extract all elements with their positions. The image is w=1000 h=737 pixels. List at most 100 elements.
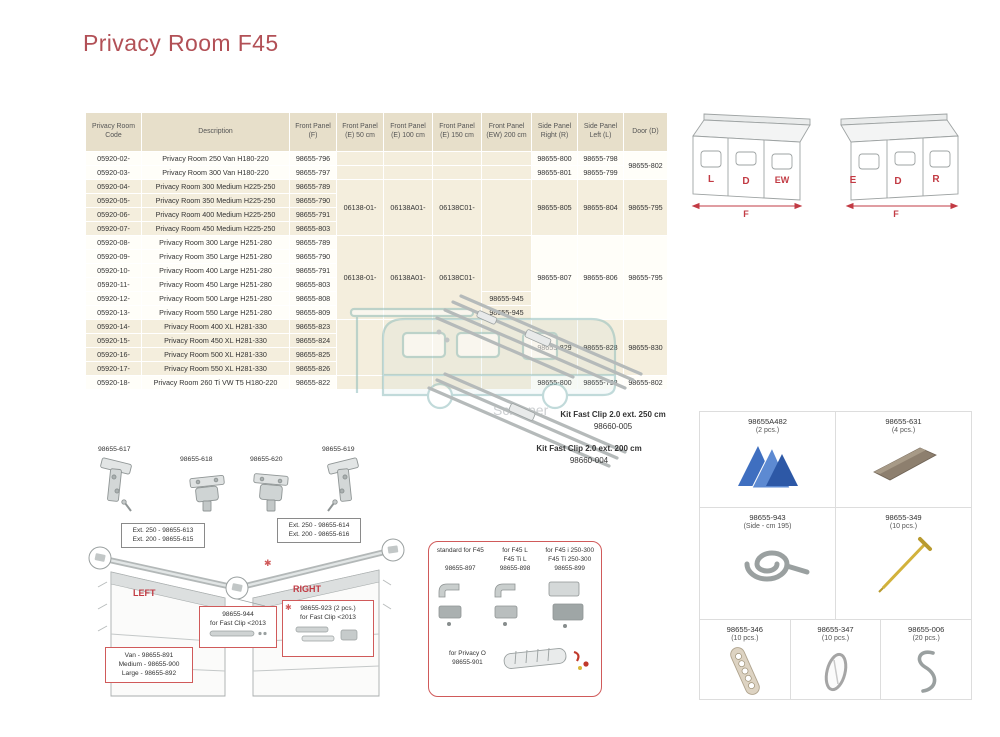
table-cell: [336, 165, 384, 180]
fast-clip-kit-250: Kit Fast Clip 2.0 ext. 250 cm 98660-005: [548, 410, 678, 431]
table-cell: [481, 165, 532, 180]
table-cell: 98655-803: [289, 221, 337, 236]
fast-clip-poles-illustration: [427, 294, 643, 468]
table-cell: 06138A01-: [383, 235, 433, 320]
table-cell: [336, 319, 384, 376]
ext-code: Ext. 200 - 98655-616: [288, 531, 350, 539]
table-row: 05920-04-Privacy Room 300 Medium H225-25…: [85, 179, 668, 236]
table-cell: Privacy Room 450 XL H281-330: [141, 333, 290, 348]
table-cell: 98655-805: [531, 179, 578, 236]
bracket-part-label: 98655-618: [180, 456, 213, 463]
table-cell: 05920-08-: [85, 235, 142, 250]
kit-column-f45i: for F45 i 250-300 F45 Ti 250-300 98655-8…: [542, 547, 597, 574]
table-cell: 06138-01-: [336, 179, 384, 236]
bracket-620-icon: [253, 473, 289, 512]
table-cell: [432, 165, 482, 180]
table-cell: 05920-06-: [85, 207, 142, 222]
part-code: 98655A482: [748, 417, 787, 426]
table-cell: 98655-807: [531, 235, 578, 320]
fastclip-944-box: 98655-944 for Fast Clip <2013: [199, 606, 277, 648]
bracket-part-label: 98655-620: [250, 456, 283, 463]
table-cell: [383, 151, 433, 166]
table-row: 05920-11-Privacy Room 450 Large H251-280…: [85, 277, 668, 292]
table-cell: 05920-04-: [85, 179, 142, 194]
size-code: Van - 98655-891: [124, 652, 174, 659]
panel-letter: E: [850, 175, 857, 186]
part-code: 98655-923 (2 pcs.): [300, 605, 356, 612]
table-cell: 98655-822: [289, 375, 337, 390]
column-header: Front Panel (E) 50 cm: [336, 112, 384, 152]
table-cell: Privacy Room 300 Large H251-280: [141, 235, 290, 250]
panel-size-codes-box: Van - 98655-891 Medium - 98655-900 Large…: [105, 647, 193, 683]
kit-code: 98655-901: [452, 658, 483, 666]
column-header: Description: [141, 112, 290, 152]
table-cell: 05920-02-: [85, 151, 142, 166]
part-qty: (4 pcs.): [891, 427, 916, 434]
kit-desc: F45 Ti 250-300: [548, 555, 592, 563]
table-row: 05920-08-Privacy Room 300 Large H251-280…: [85, 235, 668, 320]
part-qty: (20 pcs.): [912, 635, 940, 642]
ladder-strip-icon: [503, 647, 589, 670]
bracket-part-label: 98655-617: [98, 446, 131, 453]
table-cell: 05920-05-: [85, 193, 142, 208]
table-cell: Privacy Room 450 Large H251-280: [141, 277, 290, 292]
table-cell: Privacy Room 250 Van H180-220: [141, 151, 290, 166]
part-note: for Fast Clip <2013: [210, 620, 266, 628]
table-cell: 05920-13-: [85, 305, 142, 320]
privacy-o-kit: for Privacy O 98655-901: [433, 650, 502, 668]
table-cell: 98655-790: [289, 249, 337, 264]
part-code: 98655-944: [222, 611, 254, 618]
table-cell: 05920-12-: [85, 291, 142, 306]
asterisk-marker: ✱: [264, 558, 272, 568]
cloths-icon: [737, 446, 798, 489]
part-code: 98655-346: [726, 625, 763, 634]
column-header: Front Panel (E) 100 cm: [383, 112, 433, 152]
table-row: 05920-02-Privacy Room 250 Van H180-220 98…: [85, 151, 668, 180]
table-cell: [336, 151, 384, 166]
table-row: 05920-13-Privacy Room 550 Large H251-280…: [85, 305, 668, 320]
kit-title: Kit Fast Clip 2.0 ext. 200 cm: [536, 444, 642, 453]
part-qty: (10 pcs.): [889, 523, 918, 530]
bracket-part-label: 98655-619: [322, 446, 355, 453]
kit-desc: for Privacy O: [448, 649, 486, 657]
spare-part-cell: 98655-346 (10 pcs.): [700, 620, 791, 700]
table-row: 05920-05-Privacy Room 350 Medium H225-25…: [85, 193, 668, 208]
table-cell: 98655-799: [577, 165, 624, 180]
table-cell: [383, 165, 433, 180]
part-code: 98655-349: [885, 513, 922, 522]
front-arrow-icon: [845, 202, 959, 210]
table-cell: 05920-07-: [85, 221, 142, 236]
table-cell: 98655-800: [531, 151, 578, 166]
wedge-icon: [872, 447, 937, 481]
table-cell: [481, 179, 532, 236]
part-qty: (10 pcs.): [731, 635, 759, 642]
table-cell: 98655-806: [577, 235, 624, 320]
table-cell: 06138-01-: [336, 235, 384, 320]
column-header: Front Panel (F): [289, 112, 337, 152]
table-cell: Privacy Room 500 XL H281-330: [141, 347, 290, 362]
table-cell: 05920-15-: [85, 333, 142, 348]
fast-clip-kit-200: Kit Fast Clip 2.0 ext. 200 cm 98660-004: [524, 444, 654, 465]
kit-code: 98655-897: [445, 565, 476, 573]
table-cell: 05920-16-: [85, 347, 142, 362]
bracket-618-icon: [189, 474, 225, 512]
table-cell: 98655-801: [531, 165, 578, 180]
table-cell: 98655-804: [577, 179, 624, 236]
panel-letter: D: [742, 176, 749, 187]
table-cell: Privacy Room 300 Medium H225-250: [141, 179, 290, 194]
mounting-clips-icon: [438, 581, 584, 628]
front-arrow-icon: [691, 202, 803, 210]
table-cell: 98655-826: [289, 361, 337, 376]
column-header: Front Panel (E) 150 cm: [432, 112, 482, 152]
table-cell: 98655-823: [289, 319, 337, 334]
perforated-strap-icon: [730, 647, 760, 695]
table-cell: 98655-791: [289, 263, 337, 278]
spare-parts-grid: 98655A482 (2 pcs.) 98655-631 (4 pcs.) 9: [699, 411, 973, 700]
table-cell: 98655-789: [289, 235, 337, 250]
asterisk-marker: ✱: [285, 603, 292, 612]
table-cell: 98655-824: [289, 333, 337, 348]
table-cell: 05920-03-: [85, 165, 142, 180]
